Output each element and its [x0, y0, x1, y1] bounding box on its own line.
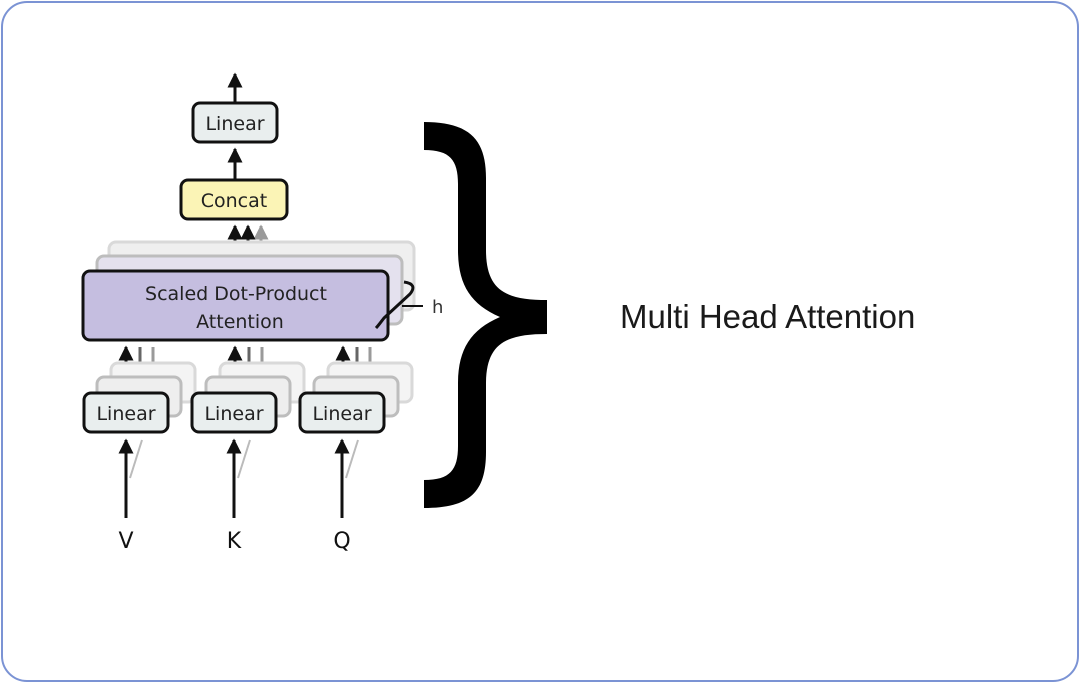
linear-k-stack: [190, 361, 306, 434]
curly-brace: [424, 122, 547, 508]
head-count-bracket: [374, 280, 415, 330]
input-v-label: V: [118, 529, 133, 554]
output-linear-box: Linear: [191, 101, 279, 144]
input-q-label: Q: [333, 529, 350, 554]
multi-head-attention-caption: Multi Head Attention: [620, 298, 916, 335]
linear-v-stack: [82, 361, 197, 434]
input-arrows: [118, 438, 359, 518]
input-k-label: K: [227, 529, 242, 554]
linear-q-stack: [298, 361, 414, 434]
linear-v-label: Linear: [96, 403, 155, 425]
attention-label-line2: Attention: [196, 311, 284, 333]
scaled-dot-product-attention-box: Scaled Dot-Product Attention: [81, 269, 390, 342]
attention-label-line1: Scaled Dot-Product: [145, 283, 327, 305]
head-count-label: h: [432, 297, 443, 318]
concat-box: Concat: [179, 178, 289, 221]
linear-k-label: Linear: [204, 403, 263, 425]
output-linear-label: Linear: [205, 113, 264, 135]
linear-q-label: Linear: [312, 403, 371, 425]
concat-label: Concat: [201, 190, 267, 212]
